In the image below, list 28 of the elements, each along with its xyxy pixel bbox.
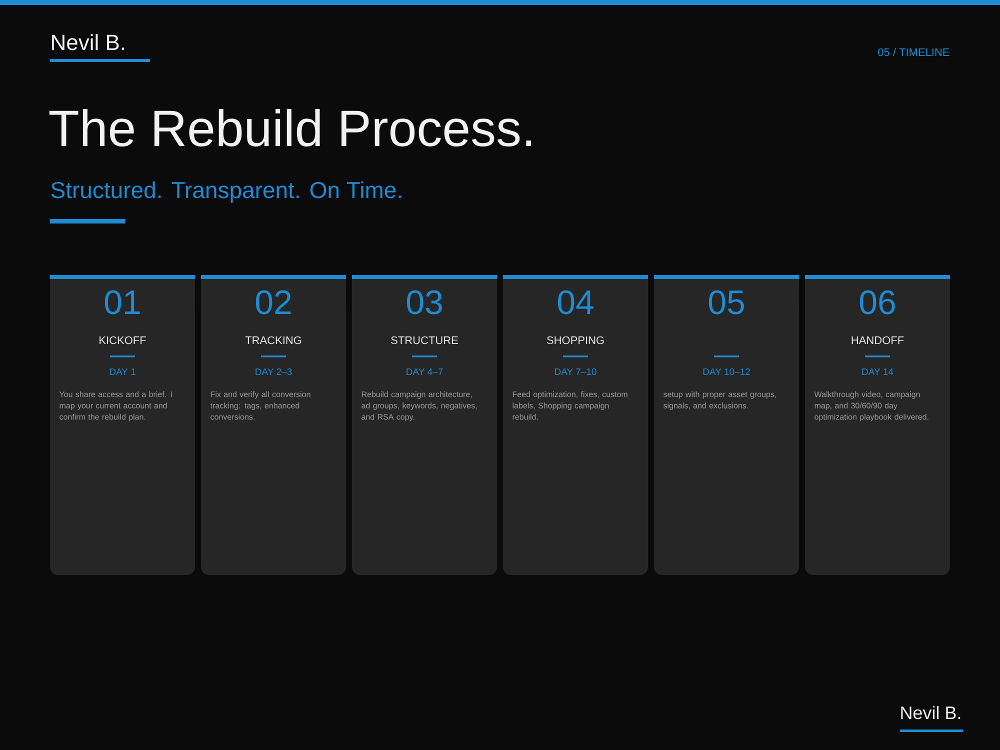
step-number: 05 [708, 290, 744, 314]
day-label: DAY 2–3 [256, 368, 292, 376]
step-title: KICKOFF [100, 336, 146, 344]
step-title: HANDOFF [852, 336, 904, 344]
step-description: Walkthrough video, campaign map, and 30/60/90 day optimization playbook delivered. [814, 391, 928, 422]
step-description: Feed optimization, fixes, custom labels, Shopping campaign rebuild. [512, 391, 628, 420]
day-label: DAY 4–7 [406, 368, 443, 375]
step-description: Fix and verify all conversion tracking: tags, enhanced conversions. [210, 391, 310, 420]
day-label: DAY 7–10 [555, 368, 596, 376]
day-label: DAY 10–12 [703, 368, 750, 376]
step-number: 01 [104, 290, 140, 314]
step-title: STRUCTURE [391, 336, 458, 344]
section-tag: 05 / TIMELINE [878, 48, 950, 56]
step-number: 04 [558, 290, 594, 314]
author-name: Nevil B. [52, 34, 124, 50]
step-number: 03 [406, 290, 442, 314]
step-number: 02 [256, 290, 291, 314]
slide-title: The Rebuild Process. [49, 109, 532, 146]
day-label: DAY 14 [862, 368, 894, 375]
step-description: setup with proper asset groups, signals, and exclusions. [664, 391, 776, 410]
step-description: You share access and a brief. I map your current account and confirm the rebuild plan. [59, 391, 172, 422]
step-description: Rebuild campaign architecture, ad groups, keywords, negatives, and RSA copy. [362, 391, 477, 422]
step-title: TRACKING [245, 336, 302, 344]
step-title: SHOPPING [546, 336, 604, 344]
subtitle: Structured. Transparent. On Time. [51, 181, 401, 203]
step-number: 06 [860, 290, 895, 314]
day-label: DAY 1 [110, 368, 136, 375]
author-name: Nevil B. [901, 706, 960, 720]
